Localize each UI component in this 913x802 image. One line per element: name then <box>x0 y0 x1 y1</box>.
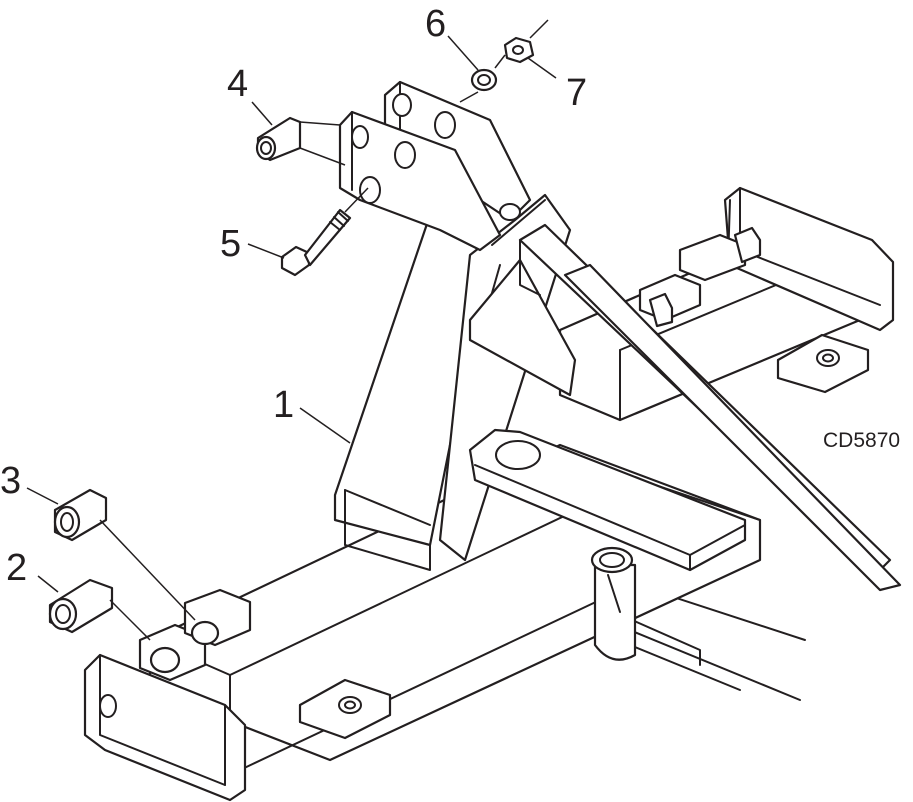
callout-7: 7 <box>566 72 587 114</box>
a-frame-tower <box>333 80 577 571</box>
diagonal-brace <box>518 223 902 592</box>
hex-nut-7 <box>494 19 549 69</box>
bent-tube <box>590 546 637 661</box>
lock-washer-6 <box>459 68 498 103</box>
callout-4: 4 <box>227 63 248 105</box>
pin-4 <box>255 116 346 166</box>
mounting-tab-right <box>776 333 870 394</box>
bolt-5 <box>280 187 369 277</box>
callout-1: 1 <box>273 384 294 426</box>
rear-cross-tube <box>558 186 895 422</box>
link-strap <box>468 428 747 572</box>
left-end-plate <box>83 653 247 802</box>
figure-code: CD5870 <box>823 429 900 452</box>
callout-3: 3 <box>0 460 21 502</box>
callout-leaders <box>26 35 557 593</box>
mounting-tab-left <box>298 678 392 740</box>
callout-6: 6 <box>425 3 446 45</box>
left-pin-lugs <box>138 588 252 682</box>
bushing-3 <box>53 488 196 621</box>
callout-2: 2 <box>6 547 27 589</box>
callout-5: 5 <box>220 223 241 265</box>
bushing-2 <box>48 578 151 641</box>
